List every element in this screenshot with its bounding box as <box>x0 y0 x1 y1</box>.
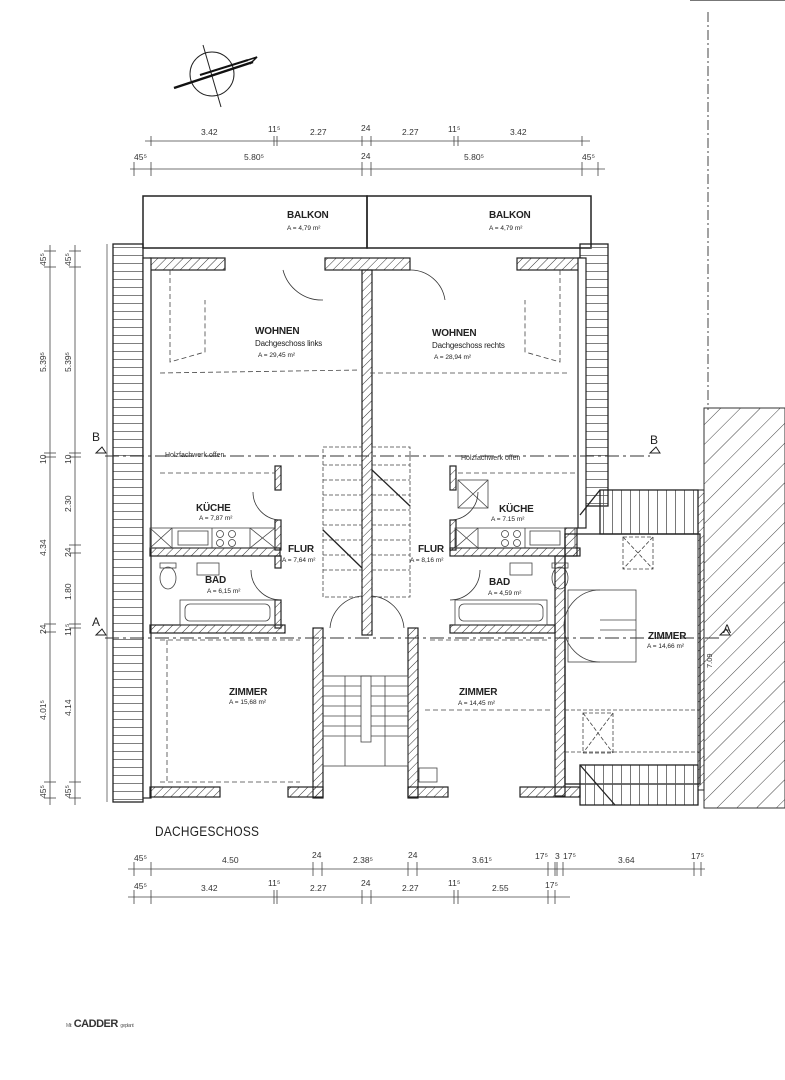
room-label-bad-rechts: BAD <box>489 577 511 588</box>
room-area-bad-links: A = 6,15 m² <box>207 588 241 595</box>
dim-bot-3: 24 <box>312 850 322 860</box>
room-label-zimmer-links: ZIMMER <box>229 687 268 698</box>
room-area-bad-rechts: A = 4,59 m² <box>488 590 522 597</box>
room-area-kueche-links: A = 7,87 m² <box>199 515 233 522</box>
room-area-flur-links: A = 7,64 m² <box>282 557 316 564</box>
north-arrow-icon <box>173 44 258 108</box>
section-marker-b-right: B <box>650 433 659 447</box>
dim-top2-1: 45⁵ <box>134 152 147 162</box>
dim-left-inner-7: 11⁵ <box>63 623 73 636</box>
dim-bot2-6: 2.27 <box>402 883 419 893</box>
dim-bot2-2: 3.42 <box>201 883 218 893</box>
room-label-balkon-rechts: BALKON <box>489 210 531 221</box>
section-marker-a-right: A <box>723 622 732 636</box>
dim-bot-4: 2.38⁵ <box>353 855 374 865</box>
room-label-kueche-rechts: KÜCHE <box>499 504 534 515</box>
room-label-flur-rechts: FLUR <box>418 544 444 555</box>
dim-left-outer-1: 45⁵ <box>38 253 48 266</box>
dim-bot2-1: 45⁵ <box>134 881 147 891</box>
room-area-zimmer-rechts: A = 14,66 m² <box>647 643 685 650</box>
dim-left-inner-4: 2.30 <box>63 495 73 512</box>
room-area-kueche-rechts: A = 7.15 m² <box>491 516 525 523</box>
dim-bot2-5: 24 <box>361 878 371 888</box>
dim-left-outer-2: 5.39⁵ <box>38 351 48 372</box>
room-label-zimmer-rechts: ZIMMER <box>648 631 687 642</box>
dim-left-inner-2: 5.39⁵ <box>63 351 73 372</box>
dim-bot-9: 17⁵ <box>563 851 576 861</box>
dim-bot-10: 3.64 <box>618 855 635 865</box>
room-label-flur-links: FLUR <box>288 544 314 555</box>
dim-left-inner-5: 24 <box>63 547 73 557</box>
dim-top-6: 11⁵ <box>448 124 461 134</box>
dim-top-4: 24 <box>361 123 371 133</box>
dim-top-2: 11⁵ <box>268 124 281 134</box>
dim-annex-side: 7.09 <box>705 653 714 668</box>
dim-bot-1: 45⁵ <box>134 853 147 863</box>
room-area-wohnen-rechts: A = 28,94 m² <box>434 354 472 361</box>
dim-bot2-8: 2.55 <box>492 883 509 893</box>
dim-top2-2: 5.80⁵ <box>244 152 265 162</box>
room-label-bad-links: BAD <box>205 575 227 586</box>
dim-bot-2: 4.50 <box>222 855 239 865</box>
dim-bot-11: 17⁵ <box>691 851 704 861</box>
note-holzfachwerk-links: Holzfachwerk offen <box>165 452 225 459</box>
dim-top-3: 2.27 <box>310 127 327 137</box>
cadder-logo: Mit CADDER geplant <box>66 1018 134 1030</box>
dim-top-5: 2.27 <box>402 127 419 137</box>
dim-top-1: 3.42 <box>201 127 218 137</box>
dim-top2-4: 5.80⁵ <box>464 152 485 162</box>
room-label-kueche-links: KÜCHE <box>196 503 231 514</box>
dim-left-inner-8: 4.14 <box>63 699 73 716</box>
dim-bot2-9: 17⁵ <box>545 880 558 890</box>
dim-bot-8: 3 <box>555 851 560 861</box>
dim-top2-3: 24 <box>361 151 371 161</box>
room-label-wohnen-links: WOHNEN <box>255 326 300 337</box>
dim-bot2-4: 2.27 <box>310 883 327 893</box>
dim-left-outer-7: 45⁵ <box>38 785 48 798</box>
room-area-flur-rechts: A = 8,16 m² <box>410 557 444 564</box>
dim-left-outer-3: 10 <box>38 454 48 464</box>
dim-left-inner-3: 10 <box>63 454 73 464</box>
room-subtitle-wohnen-rechts: Dachgeschoss rechts <box>432 341 505 350</box>
logo-prefix: Mit <box>66 1023 72 1029</box>
note-holzfachwerk-rechts: Holzfachwerk offen <box>461 455 521 462</box>
drawing-title: DACHGESCHOSS <box>155 823 260 839</box>
logo-suffix: geplant <box>120 1023 134 1029</box>
room-label-balkon-links: BALKON <box>287 210 329 221</box>
dim-top-7: 3.42 <box>510 127 527 137</box>
room-label-wohnen-rechts: WOHNEN <box>432 328 477 339</box>
room-label-zimmer-mitte: ZIMMER <box>459 687 498 698</box>
section-marker-a-left: A <box>92 615 101 629</box>
dim-left-outer-5: 24 <box>38 624 48 634</box>
dim-left-outer-4: 4.34 <box>38 539 48 556</box>
dim-bot2-3: 11⁵ <box>268 878 281 888</box>
room-area-zimmer-mitte: A = 14,45 m² <box>458 700 496 707</box>
dim-bot2-7: 11⁵ <box>448 878 461 888</box>
dim-bot-6: 3.61⁵ <box>472 855 493 865</box>
room-area-zimmer-links: A = 15,68 m² <box>229 699 267 706</box>
room-area-balkon-links: A = 4,79 m² <box>287 225 321 232</box>
room-area-wohnen-links: A = 29,45 m² <box>258 352 296 359</box>
dim-top2-5: 45⁵ <box>582 152 595 162</box>
dim-left-inner-9: 45⁵ <box>63 785 73 798</box>
dim-left-outer-6: 4.01⁵ <box>38 699 48 720</box>
dim-left-inner-1: 45⁵ <box>63 253 73 266</box>
room-area-balkon-rechts: A = 4,79 m² <box>489 225 523 232</box>
dim-bot-7: 17⁵ <box>535 851 548 861</box>
room-subtitle-wohnen-links: Dachgeschoss links <box>255 339 323 348</box>
logo-brand: CADDER <box>73 1018 119 1030</box>
dim-left-inner-6: 1.80 <box>63 583 73 600</box>
dim-bot-5: 24 <box>408 850 418 860</box>
section-marker-b-left: B <box>92 430 101 444</box>
